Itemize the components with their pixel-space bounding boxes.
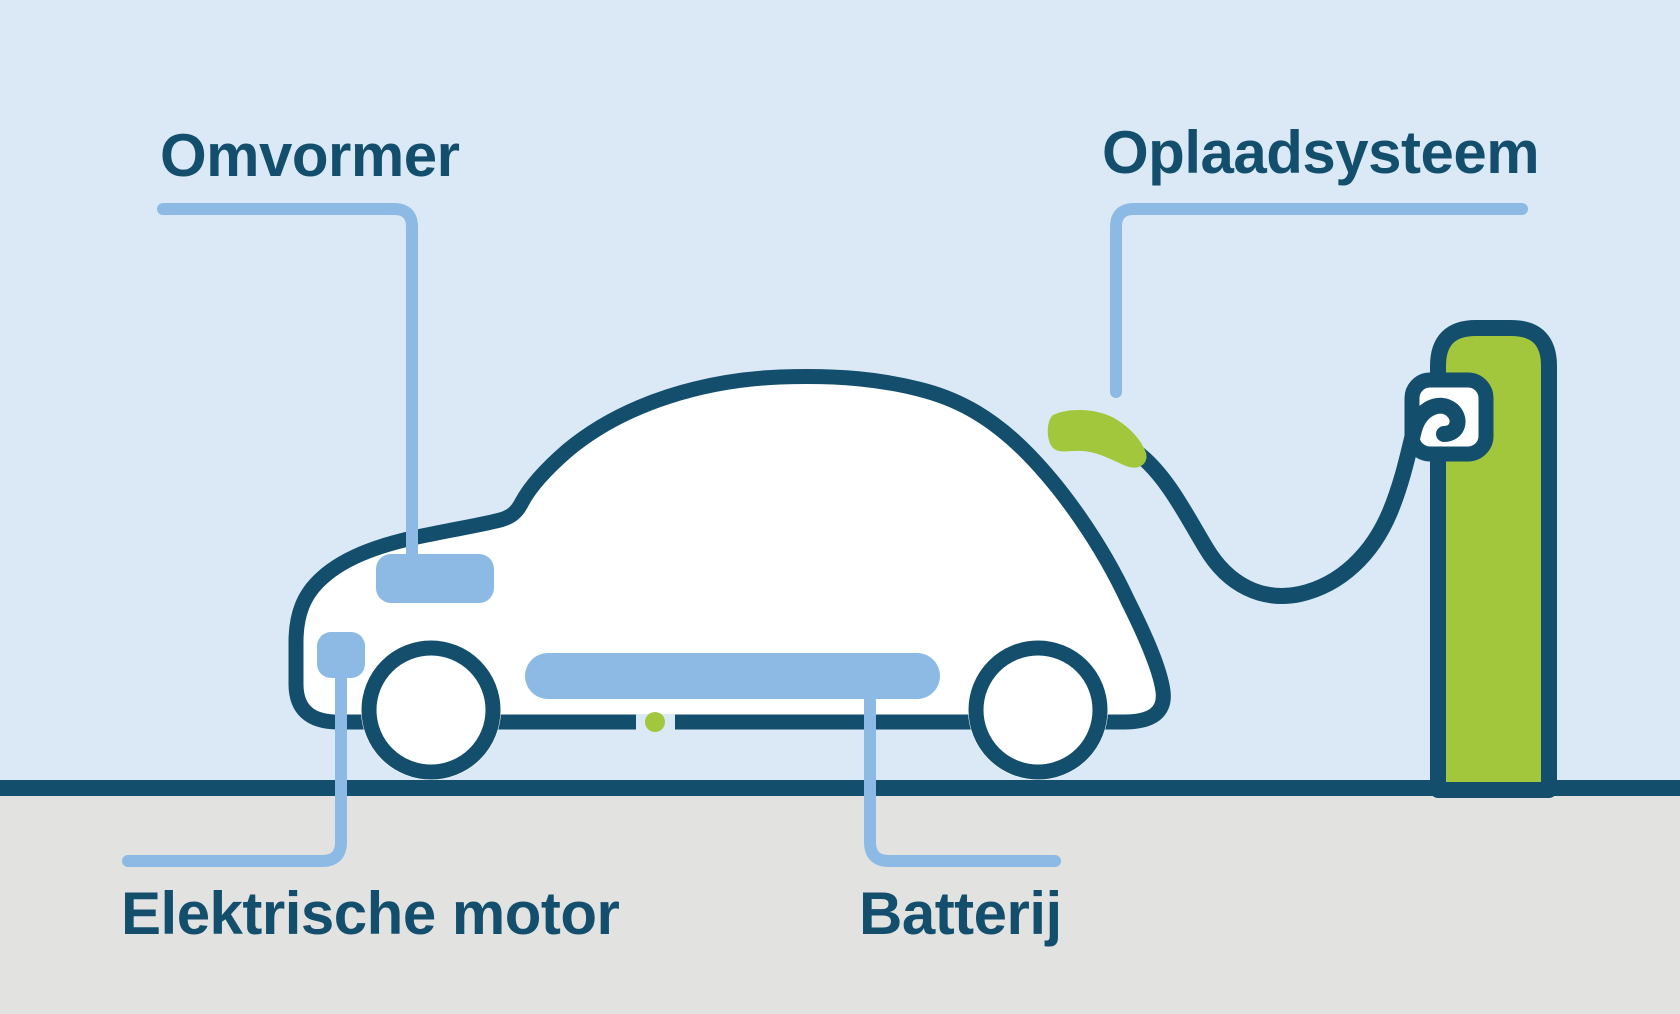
charging-system-label: Oplaadsysteem: [1102, 119, 1540, 186]
front-wheel: [361, 640, 501, 780]
battery-label: Batterij: [859, 880, 1062, 947]
charging-system-callout-line: [1110, 203, 1528, 398]
ground-line: [0, 780, 1680, 796]
electric-motor-callout-line: [122, 648, 347, 867]
battery-pack: [525, 653, 940, 699]
charging-plug: [1047, 409, 1147, 468]
ground-area: [0, 796, 1680, 1014]
rear-wheel-rim: [968, 640, 1108, 780]
charging-cable: [1132, 397, 1466, 604]
front-wheel-tire: [361, 640, 501, 780]
inverter-callout-line: [157, 203, 418, 566]
electric-motor-label: Elektrische motor: [121, 880, 620, 947]
inverter-box: [376, 554, 494, 603]
underbody-green-dot: [645, 712, 665, 732]
front-wheel-rim: [361, 640, 501, 780]
battery-callout-line: [864, 668, 1061, 867]
inverter-label: Omvormer: [160, 122, 460, 189]
car-body: [288, 369, 1171, 730]
rear-wheel-tire: [968, 640, 1108, 780]
rear-wheel: [968, 640, 1108, 780]
